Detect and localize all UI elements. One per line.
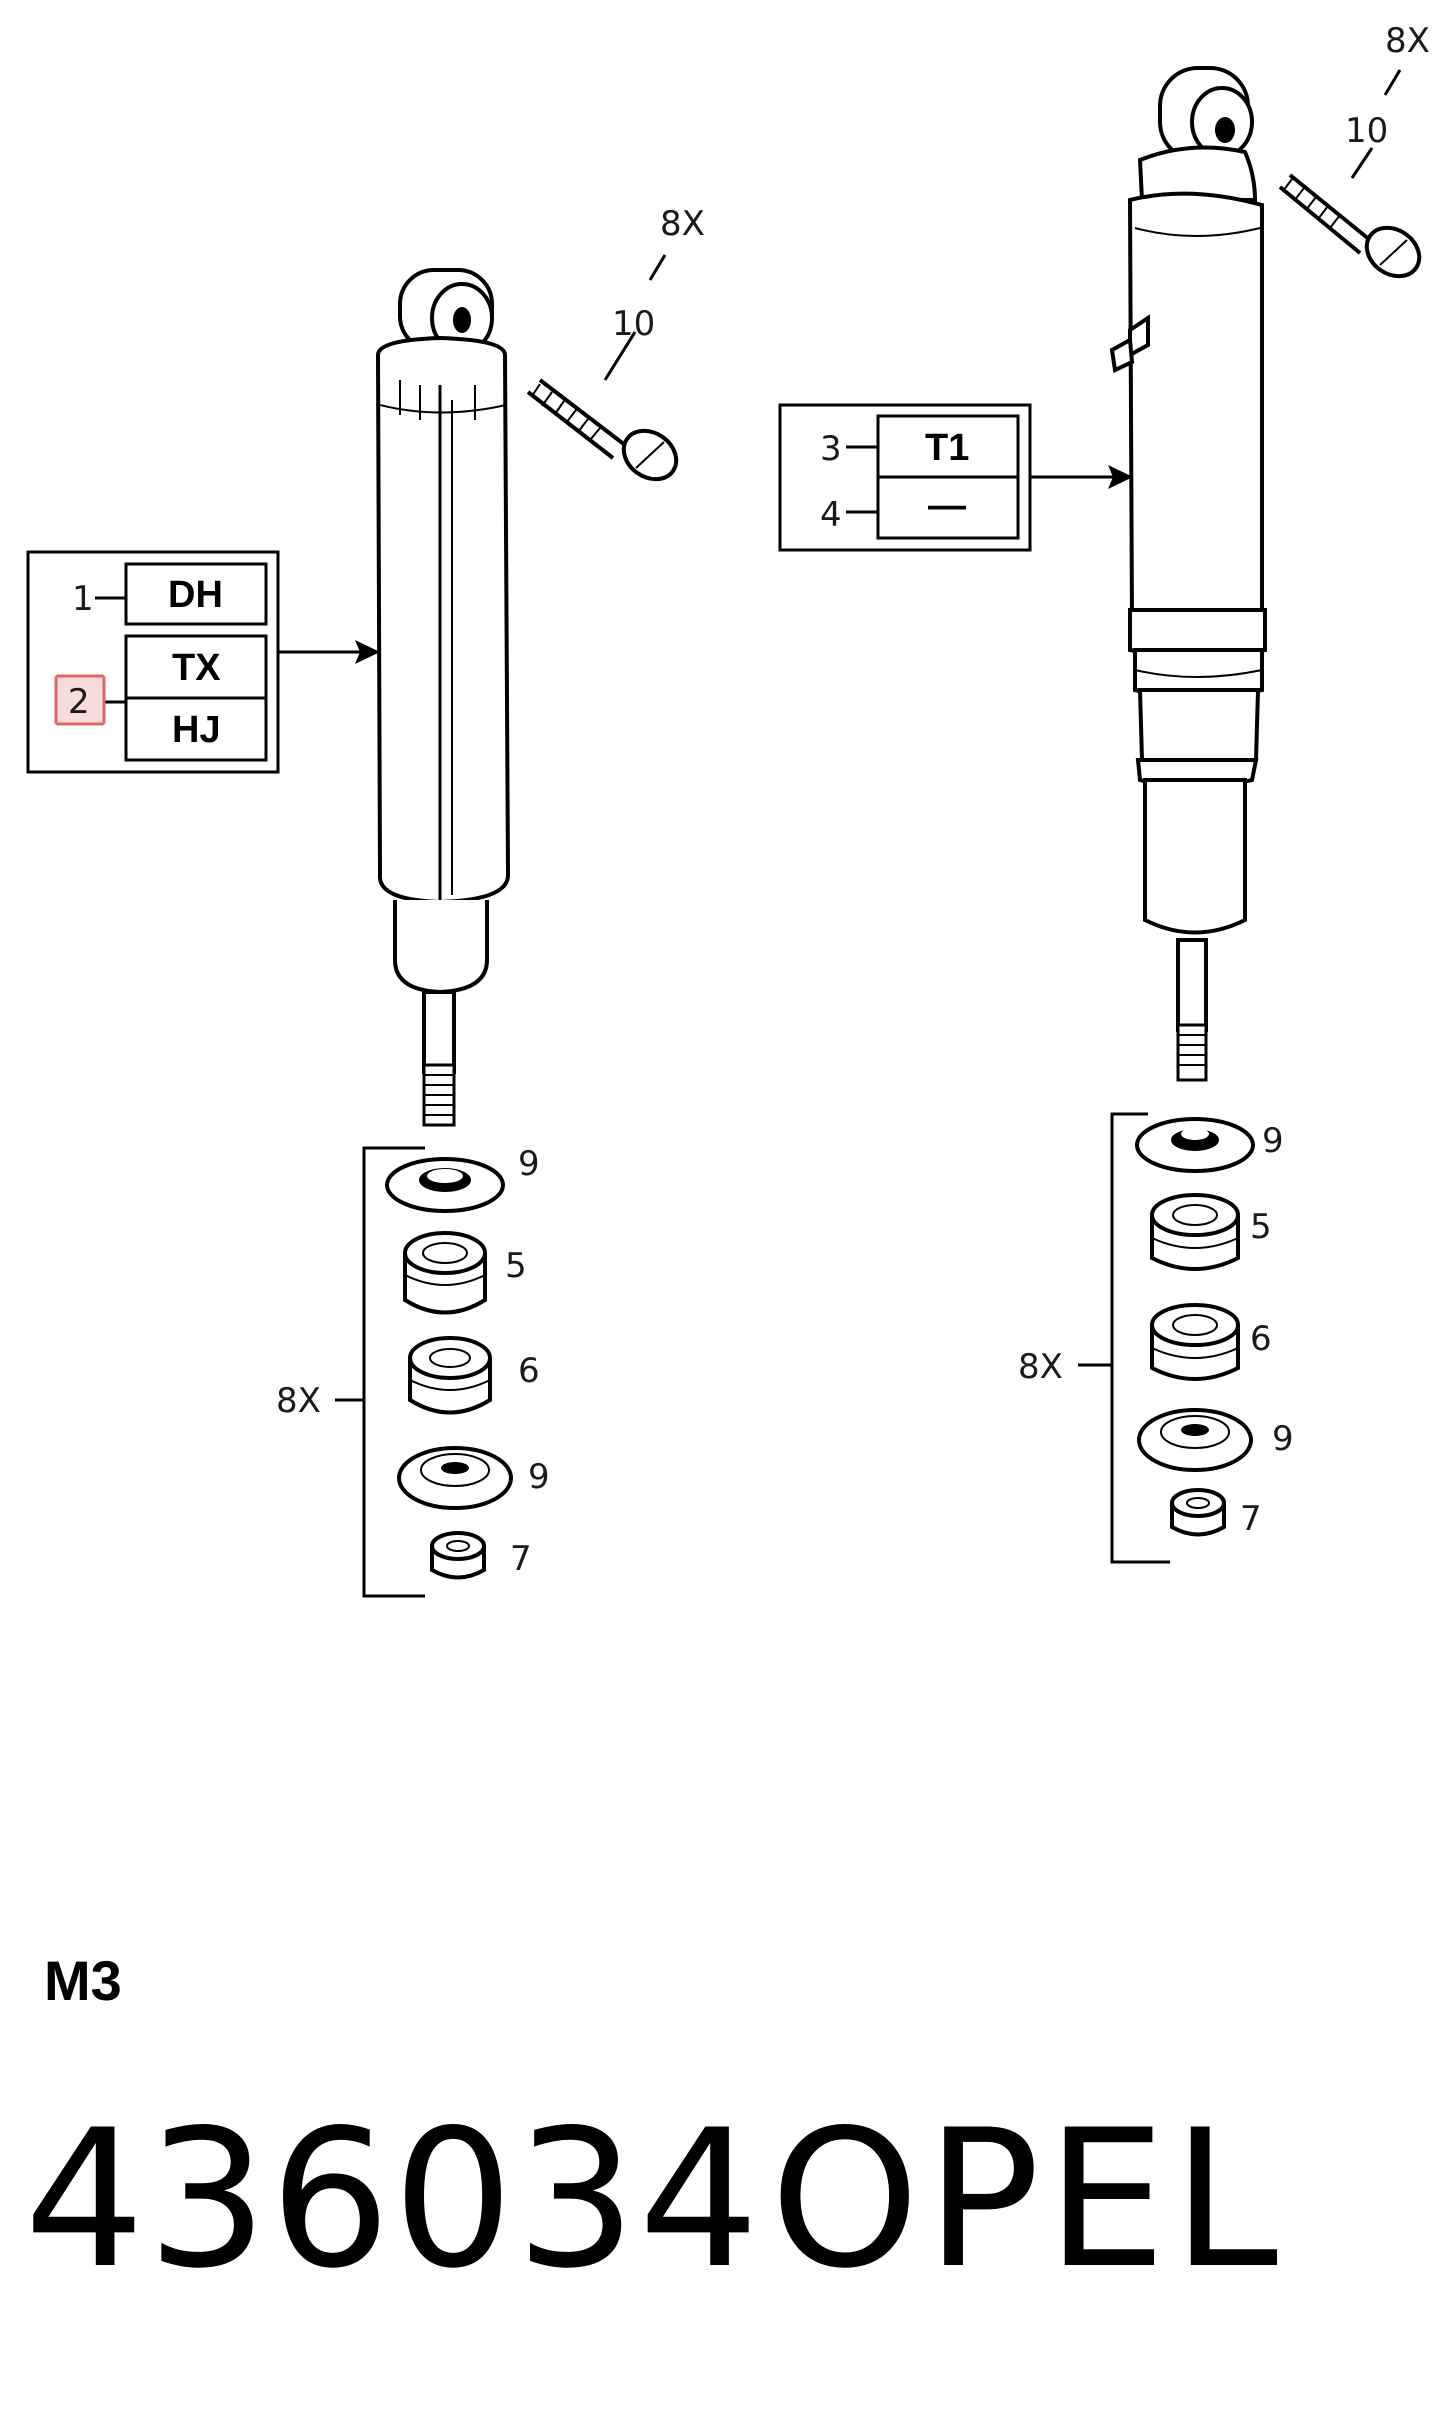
right-nut: 7 <box>1240 1499 1262 1539</box>
left-mounting-kit <box>335 1146 513 1598</box>
left-nut: 7 <box>510 1539 532 1579</box>
left-callouts: 8X 10 1 2 DH TX HJ 9 5 6 9 7 8X <box>68 204 705 1579</box>
right-mounting-kit <box>1078 1112 1255 1564</box>
right-ref-4: 4 <box>820 495 842 535</box>
left-bolt <box>526 254 679 482</box>
left-ref-1: 1 <box>72 579 94 619</box>
right-code-t1: T1 <box>925 427 969 469</box>
left-code-tx: TX <box>172 647 221 689</box>
left-code-dh: DH <box>168 574 223 616</box>
left-code-box <box>26 550 380 774</box>
left-washer-bottom: 9 <box>528 1457 550 1497</box>
left-qty-bolt: 8X <box>660 204 705 244</box>
left-code-hj: HJ <box>172 709 221 751</box>
right-washer-top: 9 <box>1262 1121 1284 1161</box>
right-shock-absorber <box>1109 66 1267 1082</box>
right-bolt <box>1278 69 1422 279</box>
model-code: M3 <box>44 1949 122 2012</box>
right-code-box <box>778 403 1133 552</box>
right-code-dash: — <box>928 485 966 527</box>
left-washer-top: 9 <box>518 1144 540 1184</box>
right-bush-upper: 5 <box>1250 1207 1272 1247</box>
right-callouts: 8X 10 3 4 T1 — 9 5 6 9 7 8X <box>820 21 1430 1539</box>
right-bush-lower: 6 <box>1250 1319 1272 1359</box>
right-qty-bolt: 8X <box>1385 21 1430 61</box>
right-qty-kit: 8X <box>1018 1347 1063 1387</box>
left-bush-lower: 6 <box>518 1351 540 1391</box>
brand-name: OPEL <box>770 2089 1285 2310</box>
left-bolt-ref: 10 <box>612 304 655 344</box>
right-washer-bottom: 9 <box>1272 1419 1294 1459</box>
highlight-marker <box>54 674 106 726</box>
left-bush-upper: 5 <box>505 1246 527 1286</box>
left-shock-absorber <box>375 268 511 1127</box>
right-ref-3: 3 <box>820 429 842 469</box>
right-bolt-ref: 10 <box>1345 111 1388 151</box>
left-qty-kit: 8X <box>276 1381 321 1421</box>
part-number: 436034 <box>24 2089 762 2310</box>
left-ref-2: 2 <box>68 682 90 722</box>
